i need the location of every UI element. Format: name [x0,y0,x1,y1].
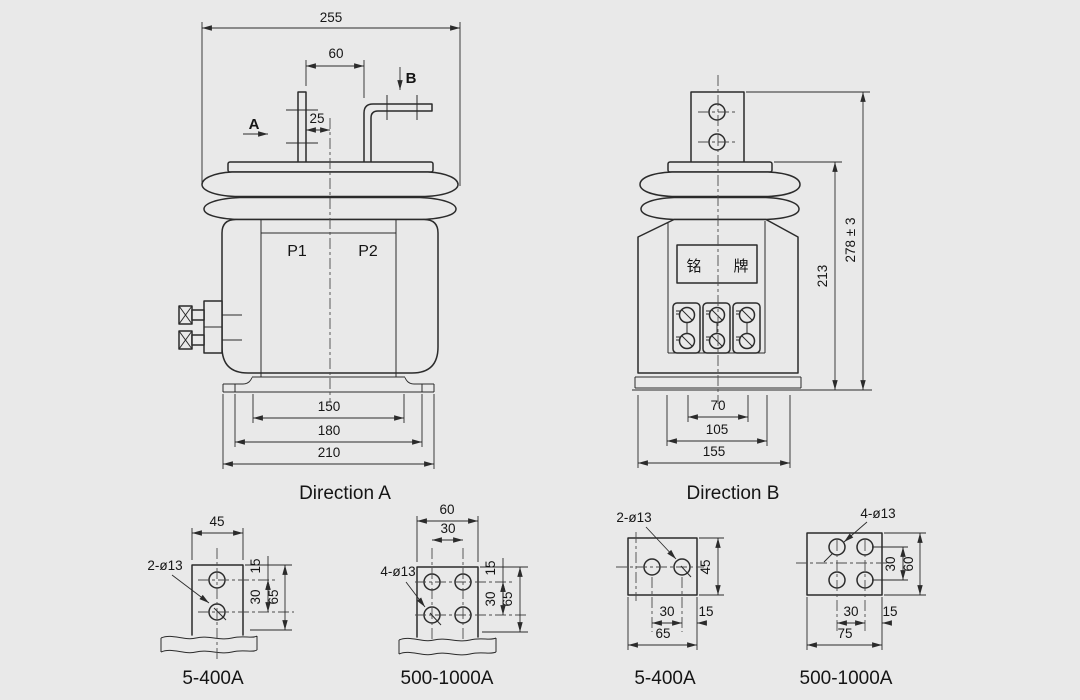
terminal-screws [676,306,756,350]
detail-3-dims-bottom: 30 15 65 [627,597,714,650]
detail-1-dim-30-text: 30 [248,589,263,604]
secondary-terminal-blocks [672,302,761,354]
dim-213-text: 213 [815,265,830,288]
detail-2-dims-right: 15 30 65 [480,558,528,633]
detail-4-dims-right: 30 60 [872,532,926,596]
terminal-detail-4: 4-ø13 30 60 30 15 75 500-1000A [796,506,926,689]
terminal-detail-2: 60 30 4-ø13 15 30 65 500-1000A [380,502,529,689]
direction-b-label: Direction B [687,483,780,504]
detail-2-dim-15-text: 15 [483,560,498,575]
detail-2-dim-30-text: 30 [483,591,498,606]
detail-2-dim-30-top: 30 [432,521,463,543]
dim-base-105: 105 [666,395,768,446]
primary-terminal-bar-b [690,91,745,164]
dim-155-text: 155 [703,444,726,459]
dim-70-text: 70 [710,398,725,413]
detail-1-label: 5-400A [182,668,244,689]
detail-2-note-text: 4-ø13 [380,564,415,579]
view-direction-b: 铭 牌 [632,75,872,504]
mounting-base-b [632,376,872,391]
terminal-detail-3: 2-ø13 45 30 15 65 5-400A [616,510,724,689]
dim-25-text: 25 [309,111,324,126]
view-direction-a: P1 P2 255 [178,10,461,504]
dim-terminal-offset-25: 25 [306,111,330,133]
detail-1-hole-note: 2-ø13 [147,558,227,621]
view-arrow-b-text: B [406,70,417,87]
detail-2-dim-60-text: 60 [439,502,454,517]
secondary-terminals-a [178,300,242,354]
detail-4-label: 500-1000A [800,668,893,689]
detail-1-note-text: 2-ø13 [147,558,182,573]
dim-base-150: 150 [252,394,405,423]
detail-1-dim-45: 45 [191,514,244,560]
p2-label: P2 [358,243,378,260]
dim-base-155: 155 [637,395,791,468]
nameplate: 铭 牌 [676,244,758,284]
detail-3-dim-30-text: 30 [659,604,674,619]
dim-60-text: 60 [328,46,343,61]
view-arrow-a: A [243,116,268,137]
mounting-base-a [222,373,435,393]
detail-3-dim-15-text: 15 [698,604,713,619]
detail-1-dim-65-text: 65 [266,589,281,604]
dim-base-210: 210 [222,394,435,469]
detail-4-note-text: 4-ø13 [860,506,895,521]
dim-180-text: 180 [318,423,341,438]
detail-4-hole-note: 4-ø13 [823,506,896,563]
direction-a-label: Direction A [299,483,391,504]
insulator-sheds-a [201,161,459,221]
dim-height-213: 213 [774,161,842,390]
dim-210-text: 210 [318,445,341,460]
body-a: P1 P2 [221,218,439,374]
detail-1-dims-right: 15 30 65 [245,556,292,631]
detail-3-hole-note: 2-ø13 [616,510,692,578]
detail-3-note-text: 2-ø13 [616,510,651,525]
nameplate-char-1: 铭 [686,258,701,275]
dim-terminal-spacing-60: 60 [305,46,365,98]
detail-2-dim-65-text: 65 [500,591,515,606]
insulator-sheds-b [639,161,801,221]
detail-2-dim-60: 60 [416,502,479,562]
p1-label: P1 [287,243,307,260]
detail-2-hole-note: 4-ø13 [380,564,442,626]
detail-3-dim-45-text: 45 [698,559,713,574]
dim-base-70: 70 [687,395,749,422]
dim-105-text: 105 [706,422,729,437]
dim-overall-width-255: 255 [201,10,461,186]
nameplate-char-2: 牌 [733,258,748,275]
detail-3-dim-65-text: 65 [655,626,670,641]
dim-278-text: 278 ± 3 [843,218,858,263]
dim-255-text: 255 [320,10,343,25]
detail-3-label: 5-400A [634,668,696,689]
detail-1-dim-45-text: 45 [209,514,224,529]
detail-4-dim-30-text: 30 [843,604,858,619]
dim-150-text: 150 [318,399,341,414]
detail-4-dim-75-text: 75 [837,626,852,641]
detail-3-dim-45: 45 [698,537,724,596]
dim-height-overall-278: 278 ± 3 [746,91,870,390]
view-arrow-b: B [397,67,417,90]
detail-2-label: 500-1000A [401,668,494,689]
detail-4-dim-15-text: 15 [882,604,897,619]
view-arrow-a-text: A [249,116,260,133]
detail-2-dim-30top-text: 30 [440,521,455,536]
primary-terminal-bar-a [286,91,318,164]
detail-4-dim-30v-text: 30 [883,556,898,571]
detail-4-dim-60-text: 60 [901,556,916,571]
primary-terminal-bent-a [363,95,433,164]
detail-1-dim-15-text: 15 [248,558,263,573]
terminal-detail-1: 45 2-ø13 15 30 65 5-400A [147,514,294,689]
detail-4-dims-bottom: 30 15 75 [806,597,898,650]
dim-base-180: 180 [234,394,423,447]
